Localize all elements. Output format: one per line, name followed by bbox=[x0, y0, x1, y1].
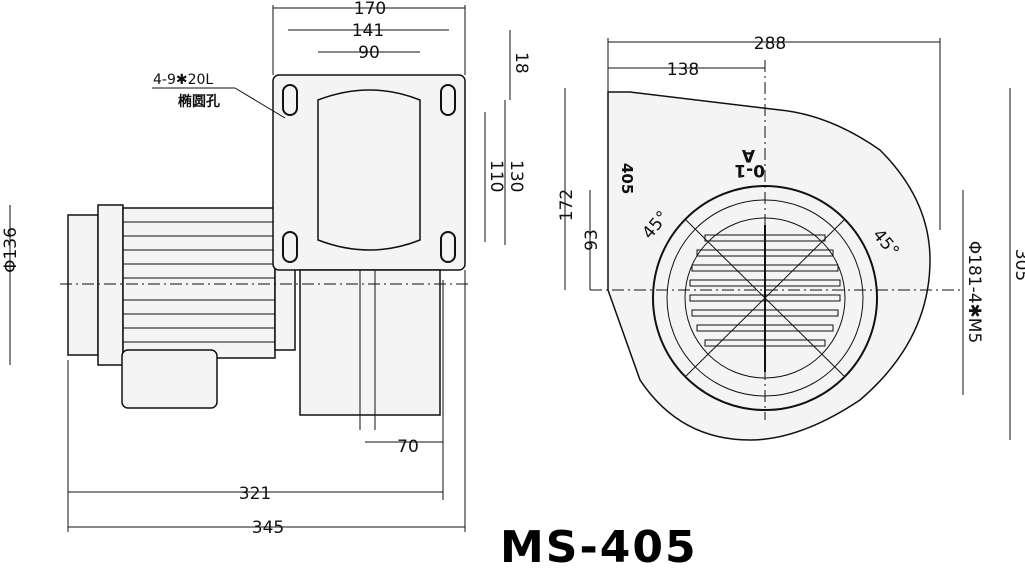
hole-note: 4-9✱20L bbox=[153, 72, 213, 88]
slot-hole bbox=[282, 84, 298, 116]
slot-hole bbox=[282, 231, 298, 263]
slot-hole bbox=[440, 231, 456, 263]
dim-305: 305 bbox=[1011, 249, 1025, 281]
terminal-box bbox=[121, 349, 218, 409]
dim-170: 170 bbox=[354, 0, 386, 19]
motor-end-cap bbox=[67, 214, 99, 356]
model-title: MS-405 bbox=[500, 522, 698, 573]
dim-345: 345 bbox=[252, 518, 284, 538]
slot-hole bbox=[440, 84, 456, 116]
dim-90: 90 bbox=[358, 43, 380, 63]
dim-70: 70 bbox=[397, 437, 419, 457]
dim-bolt-circle: Φ181-4✱M5 bbox=[964, 241, 984, 344]
dim-18: 18 bbox=[511, 52, 531, 74]
casing-mark-a: A bbox=[741, 145, 755, 165]
dim-138: 138 bbox=[667, 60, 699, 80]
dim-172: 172 bbox=[557, 189, 577, 221]
motor-body bbox=[122, 207, 276, 359]
casing-mark-code: 0-1 bbox=[734, 160, 765, 180]
side-view: 170 141 90 18 110 130 Φ136 70 321 345 4-… bbox=[1, 0, 531, 538]
outlet-duct bbox=[317, 89, 421, 251]
motor-fins bbox=[123, 221, 275, 343]
front-view: A 0-1 405 288 138 172 93 45° 45° 305 Φ18… bbox=[557, 34, 1025, 441]
casing-mark-number: 405 bbox=[618, 163, 636, 194]
dim-93: 93 bbox=[582, 229, 602, 251]
dim-321: 321 bbox=[239, 484, 271, 504]
dim-136: Φ136 bbox=[1, 227, 21, 273]
hole-note-cn: 椭圆孔 bbox=[178, 93, 220, 110]
blower-housing bbox=[299, 269, 441, 416]
motor-flange bbox=[97, 204, 124, 366]
dim-288: 288 bbox=[754, 34, 786, 54]
blower-casing bbox=[607, 91, 931, 441]
dim-141: 141 bbox=[352, 21, 384, 41]
dim-110: 110 bbox=[486, 160, 506, 192]
dim-130: 130 bbox=[506, 160, 526, 192]
